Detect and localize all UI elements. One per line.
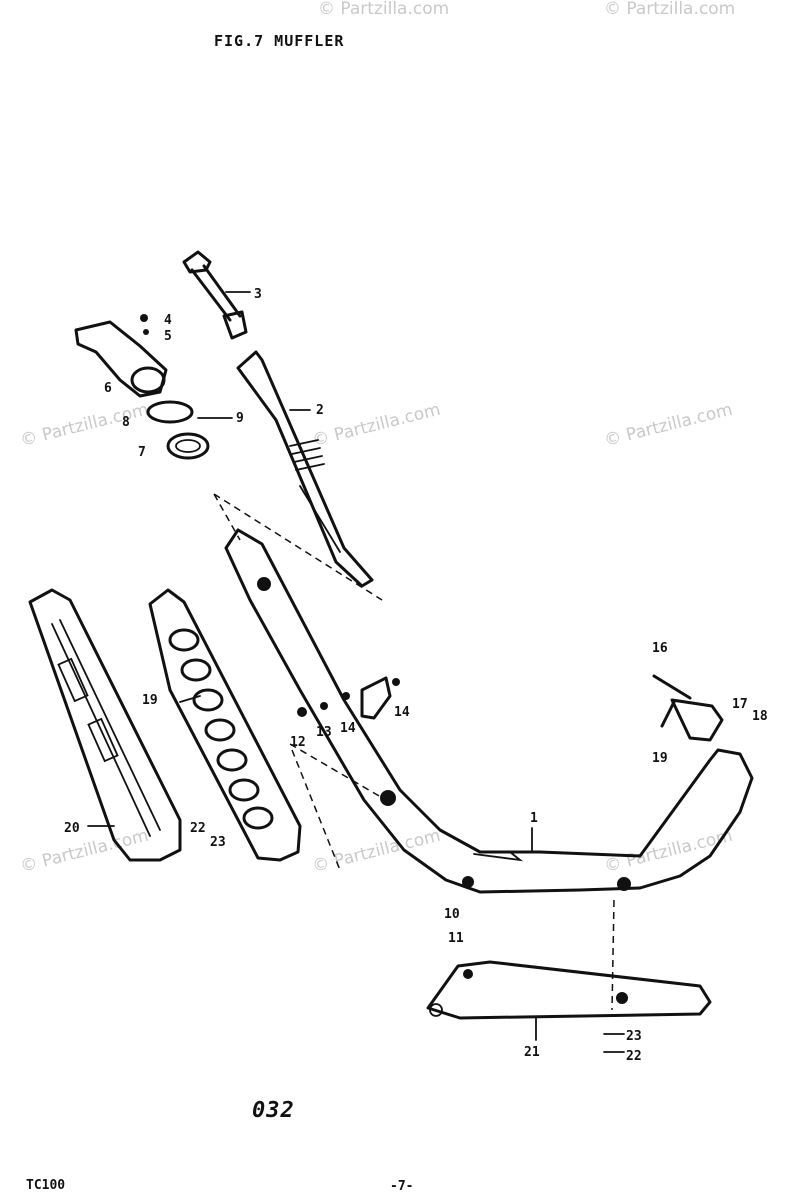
part-6-elbow-pipe bbox=[74, 320, 168, 398]
part-7-gasket bbox=[166, 432, 210, 460]
watermark-text: © Partzilla.com bbox=[310, 400, 442, 451]
callout-9: 9 bbox=[236, 411, 244, 426]
callout-3: 3 bbox=[254, 287, 262, 302]
part-1-muffler bbox=[224, 528, 754, 1011]
part-14-nut-marker bbox=[342, 692, 350, 700]
watermark-text: © Partzilla.com bbox=[18, 826, 150, 877]
callout-5: 5 bbox=[164, 329, 172, 344]
watermark-text: © Partzilla.com bbox=[318, 0, 449, 19]
part-5-washer-marker bbox=[143, 329, 149, 335]
part-12-cushion-marker bbox=[297, 707, 307, 717]
part-13-washer-marker bbox=[320, 702, 328, 710]
part-14-nut-marker bbox=[392, 678, 400, 686]
figure-title: FIG.7 MUFFLER bbox=[214, 32, 345, 50]
callout-21: 21 bbox=[524, 1045, 540, 1060]
part-20-outer-protector bbox=[28, 588, 182, 862]
watermark-layer: © Partzilla.com © Partzilla.com © Partzi… bbox=[18, 0, 735, 877]
callout-19-left: 19 bbox=[142, 693, 158, 708]
part-3-stud bbox=[182, 250, 248, 340]
watermark-text: © Partzilla.com bbox=[310, 826, 442, 877]
callout-14-left: 14 bbox=[340, 721, 356, 736]
callout-22-left: 22 bbox=[190, 821, 206, 836]
callout-20: 20 bbox=[64, 821, 80, 836]
callout-16: 16 bbox=[652, 641, 668, 656]
part-19-heat-protector bbox=[148, 588, 302, 862]
callout-4: 4 bbox=[164, 313, 172, 328]
callout-19-right: 19 bbox=[652, 751, 668, 766]
callout-6: 6 bbox=[104, 381, 112, 396]
callout-7: 7 bbox=[138, 445, 146, 460]
callout-8: 8 bbox=[122, 415, 130, 430]
callout-23-left: 23 bbox=[210, 835, 226, 850]
model-code: TC100 bbox=[26, 1178, 66, 1193]
part-4-bolt-marker bbox=[140, 314, 148, 322]
part-16-bolt bbox=[652, 674, 692, 700]
callout-1: 1 bbox=[530, 811, 538, 826]
callout-2: 2 bbox=[316, 403, 324, 418]
callout-10: 10 bbox=[444, 907, 460, 922]
watermark-text: © Partzilla.com bbox=[602, 400, 734, 451]
page-number: -7- bbox=[390, 1179, 414, 1194]
callout-14-right: 14 bbox=[394, 705, 410, 720]
watermark-text: © Partzilla.com bbox=[18, 400, 150, 451]
callout-12: 12 bbox=[290, 735, 306, 750]
watermark-text: © Partzilla.com bbox=[604, 0, 735, 19]
part-8-gasket bbox=[146, 400, 194, 424]
part-2-exhaust-pipe bbox=[213, 350, 383, 601]
page-code: 032 bbox=[252, 1098, 295, 1123]
callout-11: 11 bbox=[448, 931, 464, 946]
callout-22-right: 22 bbox=[626, 1049, 642, 1064]
leader-lines bbox=[87, 291, 625, 1053]
callout-23-right: 23 bbox=[626, 1029, 642, 1044]
part-21-lower-protector bbox=[426, 960, 712, 1020]
part-callouts: 1 2 3 4 5 6 7 8 9 10 11 12 13 14 14 16 1… bbox=[64, 287, 768, 1064]
callout-17: 17 bbox=[732, 697, 748, 712]
callout-18: 18 bbox=[752, 709, 768, 724]
callout-13: 13 bbox=[316, 725, 332, 740]
part-19-spring bbox=[660, 700, 676, 728]
